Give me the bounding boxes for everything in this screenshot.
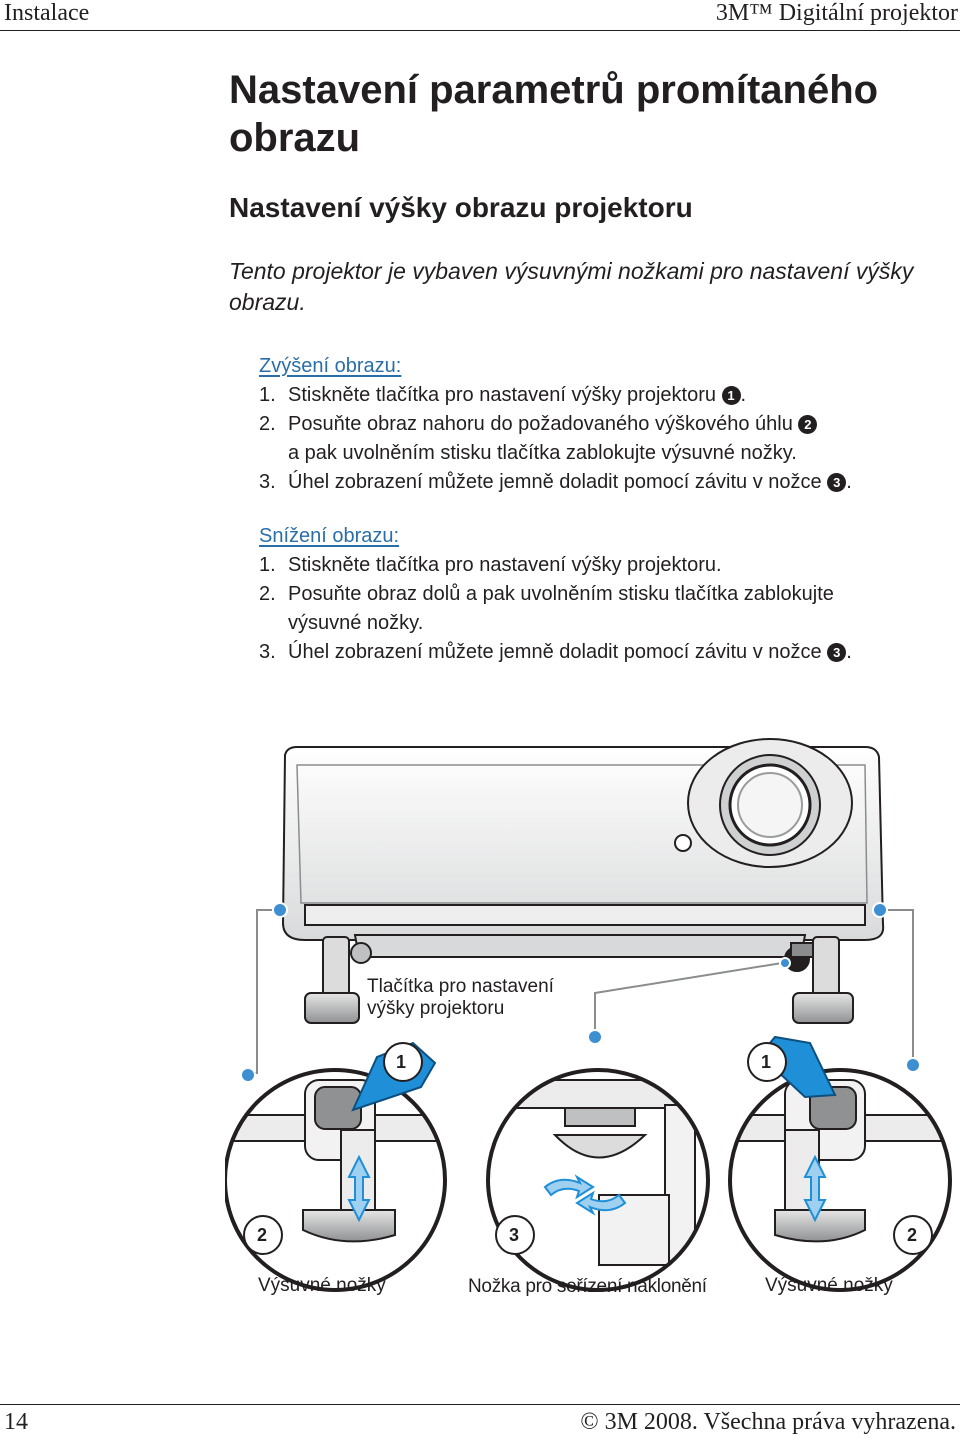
lower-heading: Snížení obrazu: [259, 525, 400, 547]
header-section: Instalace [4, 0, 90, 26]
lower-step-3: 3. Úhel zobrazení můžete jemně doladit p… [259, 638, 959, 667]
lower-step-2: 2. Posuňte obraz dolů a pak uvolněním st… [259, 580, 959, 638]
step-number: 2. [259, 583, 276, 605]
step-badge: 1 [721, 386, 741, 405]
step-text: Stiskněte tlačítka pro nastavení výšky p… [288, 384, 716, 406]
page-header: Instalace 3M™ Digitální projektor [0, 0, 960, 34]
page-number: 14 [4, 1409, 28, 1435]
step-number: 3. [259, 471, 276, 493]
page-title: Nastavení parametrů promítaného obrazu [229, 68, 879, 160]
raise-step-3: 3. Úhel zobrazení můžete jemně doladit p… [259, 468, 959, 497]
detail-right [730, 1070, 950, 1290]
caption-right: Výsuvné nožky [765, 1275, 893, 1296]
buttons-label-line2: výšky projektoru [367, 998, 505, 1019]
caption-left: Výsuvné nožky [258, 1275, 386, 1296]
step-text-continued: a pak uvolněním stisku tlačítka zablokuj… [288, 442, 797, 464]
step-text: Úhel zobrazení můžete jemně doladit pomo… [288, 641, 822, 663]
intro-text: Tento projektor je vybaven výsuvnými nož… [229, 258, 914, 315]
marker-1-left: 1 [396, 1052, 407, 1072]
step-text: Posuňte obraz nahoru do požadovaného výš… [288, 413, 793, 435]
step-number: 2. [259, 413, 276, 435]
raise-step-1: 1. Stiskněte tlačítka pro nastavení výšk… [259, 381, 959, 410]
lens-icon [674, 738, 853, 868]
step-number: 1. [259, 554, 276, 576]
marker-3: 3 [509, 1225, 520, 1245]
raise-step-2: 2. Posuňte obraz nahoru do požadovaného … [259, 410, 959, 468]
page-subtitle: Nastavení výšky obrazu projektoru [229, 192, 693, 223]
lower-step-1: 1. Stiskněte tlačítka pro nastavení výšk… [259, 551, 959, 580]
raise-section: Zvýšení obrazu: 1. Stiskněte tlačítka pr… [259, 352, 959, 497]
copyright: © 3M 2008. Všechna práva vyhrazena. [580, 1409, 956, 1435]
top-feet [304, 936, 854, 1024]
callout-dots [240, 902, 921, 1083]
footer-rule [0, 1404, 960, 1405]
projector-drawing [225, 738, 952, 1292]
projector-illustration: Tlačítka pro nastavení výšky projektoru … [225, 725, 960, 1325]
step-punct: . [846, 641, 852, 663]
step-badge: 2 [798, 415, 818, 434]
step-text: Úhel zobrazení můžete jemně doladit pomo… [288, 471, 822, 493]
marker-2-right: 2 [907, 1225, 918, 1245]
marker-2-left: 2 [257, 1225, 268, 1245]
buttons-label-line1: Tlačítka pro nastavení [367, 976, 554, 997]
lower-section: Snížení obrazu: 1. Stiskněte tlačítka pr… [259, 522, 959, 667]
raise-heading: Zvýšení obrazu: [259, 355, 402, 377]
marker-circles [243, 1042, 933, 1255]
step-badge: 3 [827, 643, 847, 662]
caption-center: Nožka pro seřízení naklonění [468, 1276, 707, 1297]
step-badge: 3 [827, 473, 847, 492]
step-text: Posuňte obraz dolů a pak uvolněním stisk… [288, 583, 834, 605]
step-text-continued: výsuvné nožky. [288, 612, 424, 634]
step-punct: . [740, 384, 747, 406]
header-product: 3M™ Digitální projektor [715, 0, 958, 26]
marker-1-right: 1 [761, 1052, 772, 1072]
step-text: Stiskněte tlačítka pro nastavení výšky p… [288, 554, 722, 576]
step-number: 3. [259, 641, 276, 663]
up-down-arrow-icon [347, 1154, 827, 1223]
step-punct: . [846, 471, 852, 493]
rotate-arrow-icon [543, 1174, 627, 1216]
header-rule [0, 30, 960, 31]
step-number: 1. [259, 384, 276, 406]
